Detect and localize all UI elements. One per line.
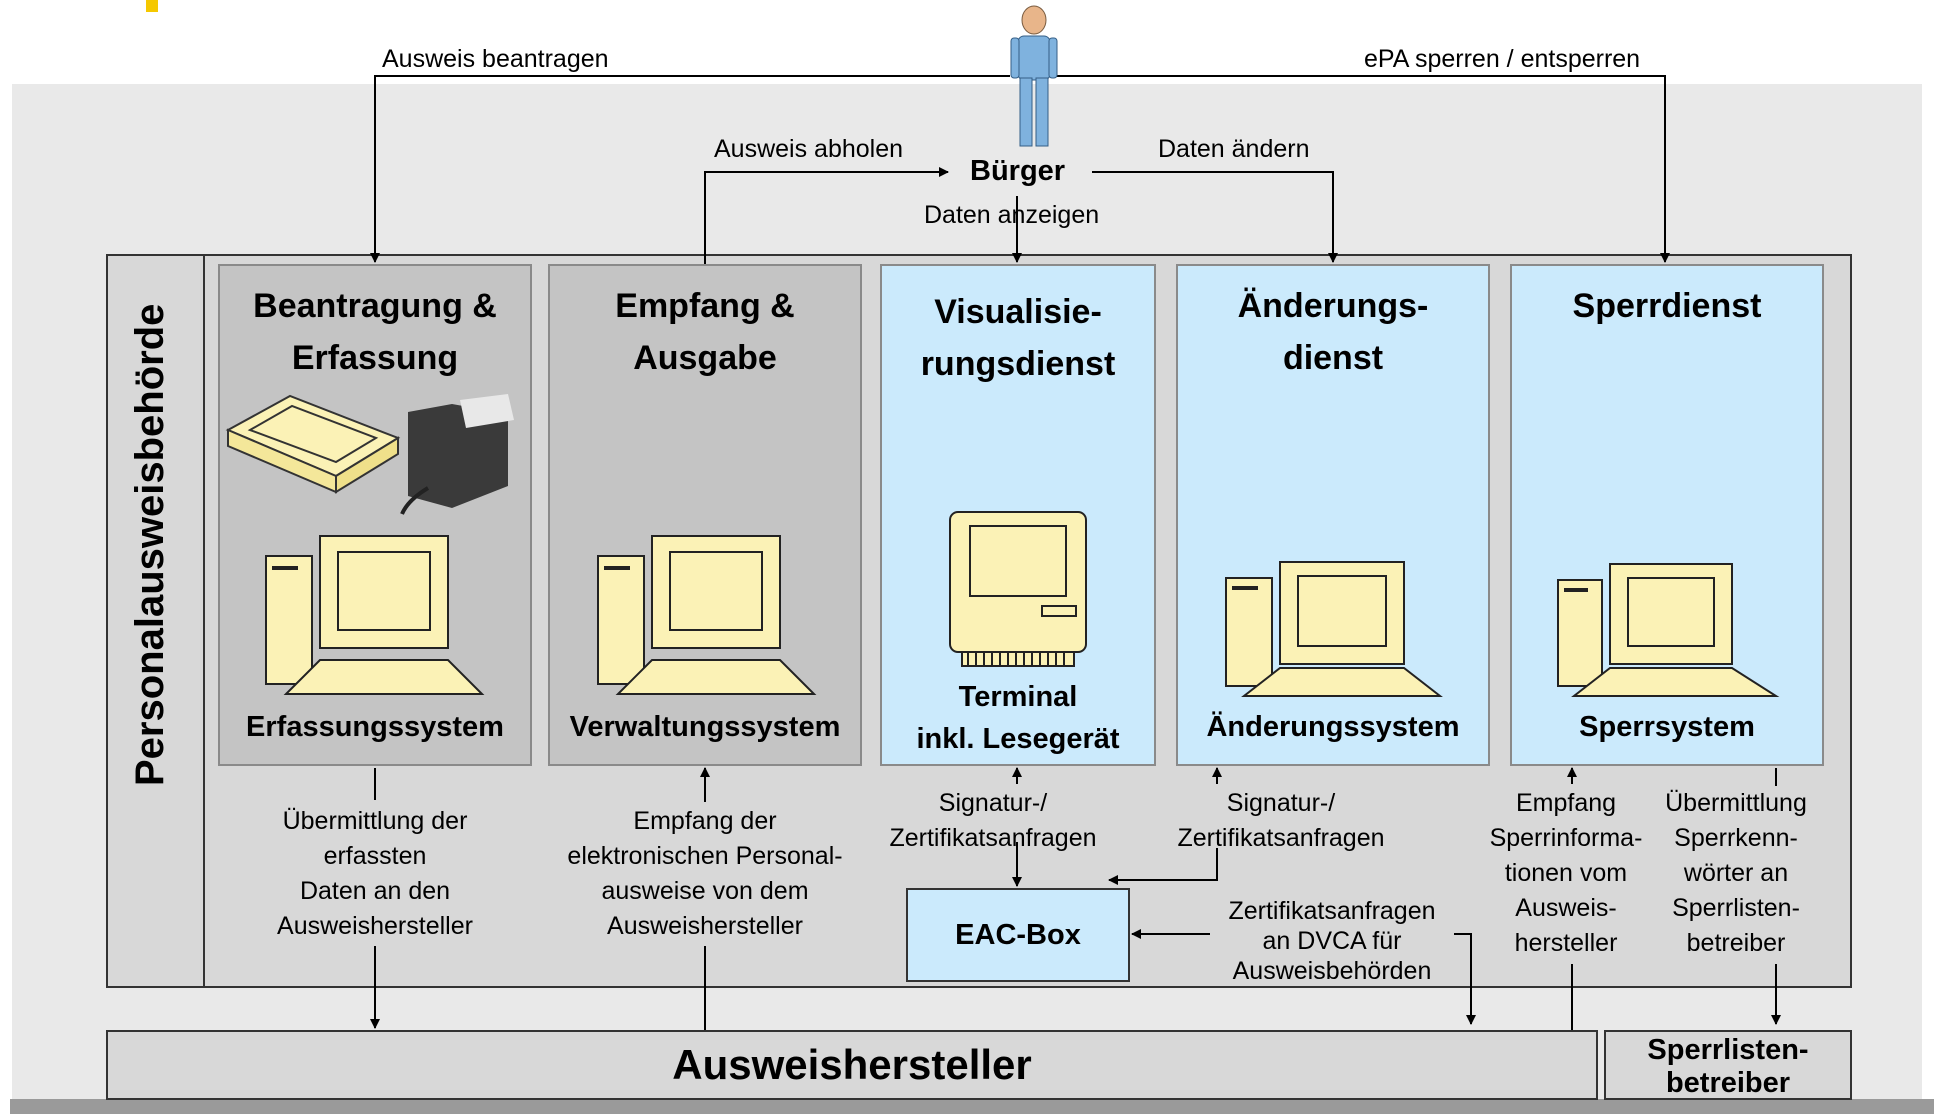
note-signature-requests-1: Signatur-/ Zertifikatsanfragen (870, 786, 1116, 856)
column-title-line: Erfassung (291, 339, 459, 377)
citizen-label: Bürger (970, 155, 1066, 187)
note-line: Zertifikatsanfragen (1228, 897, 1436, 925)
note-line: Signatur-/ (1226, 789, 1336, 817)
note-line: Ausweishersteller (277, 912, 473, 940)
note-line: erfassten (323, 842, 427, 870)
note-line: Daten an den (299, 877, 451, 905)
column-title-line: Änderungs- (1237, 287, 1429, 325)
note-line: elektronischen Personal- (567, 842, 843, 870)
column-title-line: Visualisie- (934, 293, 1102, 331)
blocklist-operator-box: Sperrlisten- betreiber (1604, 1030, 1852, 1100)
note-line: an DVCA für (1262, 927, 1402, 955)
collect-label: Ausweis abholen (714, 135, 904, 163)
column-title-line: Sperrdienst (1572, 287, 1762, 325)
desktop-computer-icon (1557, 563, 1780, 697)
system-label: Verwaltungssystem (569, 711, 841, 743)
accent-mark (146, 0, 158, 12)
note-line: ausweise von dem (601, 877, 809, 905)
system-label: Sperrsystem (1579, 711, 1755, 743)
manufacturer-box: Ausweishersteller (106, 1030, 1598, 1100)
desktop-computer-icon (265, 535, 485, 695)
note-signature-requests-2: Signatur-/ Zertifikatsanfragen (1156, 786, 1406, 856)
column-title-line: dienst (1282, 339, 1384, 377)
apply-arrow (370, 75, 1010, 263)
note-line: Übermittlung (1665, 789, 1807, 817)
note-receive-block-info: Empfang Sperrinforma- tionen vom Ausweis… (1468, 786, 1664, 961)
column-title-line: Ausgabe (633, 339, 777, 377)
column-title-line: rungsdienst (920, 345, 1116, 383)
desktop-computer-icon (597, 535, 817, 695)
blocklist-operator-line: Sperrlisten- (1647, 1034, 1809, 1066)
sig-eac-arrow-2 (1108, 848, 1218, 885)
column-title-line: Beantragung & (253, 287, 497, 325)
change-label: Daten ändern (1158, 135, 1310, 163)
system-label: Erfassungssystem (246, 711, 504, 743)
note-receive-ids: Empfang der elektronischen Personal- aus… (540, 804, 870, 944)
blocklist-operator-line: betreiber (1665, 1067, 1791, 1099)
note-line: Empfang der (633, 807, 777, 835)
note-line: Ausweisbehörden (1232, 957, 1432, 985)
note-line: Übermittlung der (282, 807, 468, 835)
authority-label-cell (106, 254, 205, 988)
column-title-line: Empfang & (615, 287, 795, 325)
note-line: tionen vom (1504, 859, 1628, 887)
note-line: Ausweis- (1515, 894, 1617, 922)
block-arrow (1050, 75, 1670, 263)
change-arrow (1092, 171, 1338, 263)
note-line: Sperrinforma- (1489, 824, 1643, 852)
note-line: Zertifikatsanfragen (889, 824, 1097, 852)
collect-arrow (704, 167, 949, 264)
system-label: Terminal (958, 681, 1078, 713)
terminal-icon (949, 511, 1087, 667)
note-line: Zertifikatsanfragen (1177, 824, 1385, 852)
note-line: wörter an (1683, 859, 1789, 887)
system-label: Änderungssystem (1206, 711, 1460, 743)
note-line: Ausweishersteller (607, 912, 803, 940)
desktop-computer-icon (1225, 561, 1443, 697)
block-label: ePA sperren / entsperren (1364, 45, 1641, 73)
note-line: betreiber (1686, 929, 1786, 957)
apply-label: Ausweis beantragen (382, 45, 609, 73)
note-dvca-requests: Zertifikatsanfragen an DVCA für Ausweisb… (1204, 896, 1460, 986)
note-line: Sperrkenn- (1674, 824, 1798, 852)
note-line: Empfang (1515, 789, 1617, 817)
dvca-arrow-out (1454, 933, 1476, 1025)
bottom-strip (10, 1099, 1934, 1114)
fingerprint-reader-icon (400, 394, 514, 515)
scanner-icon (225, 394, 401, 494)
note-transmit-data: Übermittlung der erfassten Daten an den … (245, 804, 505, 944)
note-line: Sperrlisten- (1672, 894, 1800, 922)
system-label: inkl. Lesegerät (916, 723, 1120, 755)
note-transmit-block-passwords: Übermittlung Sperrkenn- wörter an Sperrl… (1650, 786, 1822, 961)
note-line: Signatur-/ (938, 789, 1048, 817)
person-icon (1010, 5, 1058, 147)
eac-box: EAC-Box (906, 888, 1130, 982)
note-line: hersteller (1514, 929, 1618, 957)
show-label: Daten anzeigen (924, 201, 1100, 229)
